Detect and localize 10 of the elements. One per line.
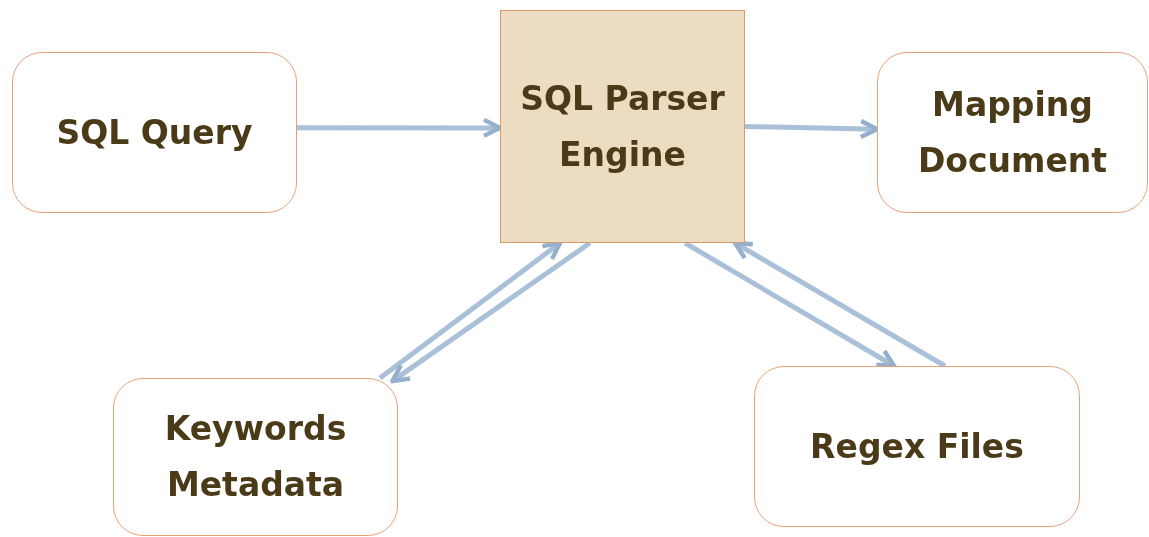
rounded-box — [12, 52, 297, 213]
rounded-box — [877, 52, 1148, 213]
node-label: Keywords Metadata — [163, 408, 348, 506]
node-label: Regex Files — [809, 425, 1025, 468]
rounded-box — [754, 366, 1080, 527]
node-label: SQL Query — [55, 111, 254, 154]
node-label: Mapping Document — [916, 83, 1109, 182]
node-label: SQL Parser Engine — [519, 77, 726, 176]
rounded-box — [113, 378, 398, 536]
process-box — [500, 10, 745, 243]
